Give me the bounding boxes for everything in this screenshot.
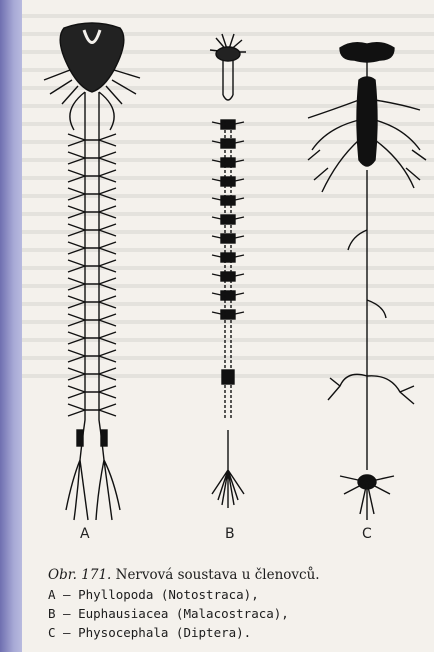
diagram-a — [44, 23, 140, 520]
ganglion — [221, 196, 235, 205]
ganglion — [221, 310, 235, 319]
ganglion — [221, 234, 235, 243]
segmental-nerve — [68, 170, 116, 182]
diagram-b — [210, 34, 246, 508]
caption-line-c: C — Physocephala (Diptera). — [48, 623, 428, 642]
segmental-nerve — [68, 206, 116, 218]
nervous-system-illustration — [22, 0, 434, 652]
caption-line-b: B — Euphausiacea (Malacostraca), — [48, 604, 428, 623]
label-a: A — [80, 526, 90, 542]
segmental-nerve — [68, 224, 116, 236]
ganglion — [221, 291, 235, 300]
ganglion — [221, 215, 235, 224]
ganglion — [221, 272, 235, 281]
caption-line-a: A — Phyllopoda (Notostraca), — [48, 585, 428, 604]
scanned-book-page: A B C Obr. 171. Nervová soustava u členo… — [22, 0, 434, 652]
segmental-nerve — [68, 278, 116, 290]
ganglion — [221, 253, 235, 262]
segmental-nerve — [68, 368, 116, 380]
label-b: B — [225, 526, 235, 542]
segmental-nerve — [68, 386, 116, 398]
segmental-nerve — [68, 404, 116, 416]
ganglion — [221, 120, 235, 129]
caption-title: Obr. 171. Nervová soustava u členovců. — [48, 566, 428, 585]
segmental-nerve — [68, 152, 116, 164]
segmental-nerve — [68, 332, 116, 344]
figure-caption: Obr. 171. Nervová soustava u členovců. A… — [48, 566, 428, 642]
label-c: C — [362, 526, 372, 542]
segmental-nerve — [68, 260, 116, 272]
segmental-nerve — [68, 296, 116, 308]
caption-text: Nervová soustava u členovců. — [116, 567, 320, 583]
segmental-nerve — [68, 314, 116, 326]
ganglion — [221, 177, 235, 186]
diagram-c — [308, 43, 426, 520]
segmental-nerve — [68, 188, 116, 200]
caption-figure-number: Obr. 171. — [48, 567, 111, 583]
segmental-nerve — [68, 134, 116, 146]
segmental-nerve — [68, 242, 116, 254]
ganglion — [221, 139, 235, 148]
ganglion — [221, 158, 235, 167]
segmental-nerve — [68, 350, 116, 362]
